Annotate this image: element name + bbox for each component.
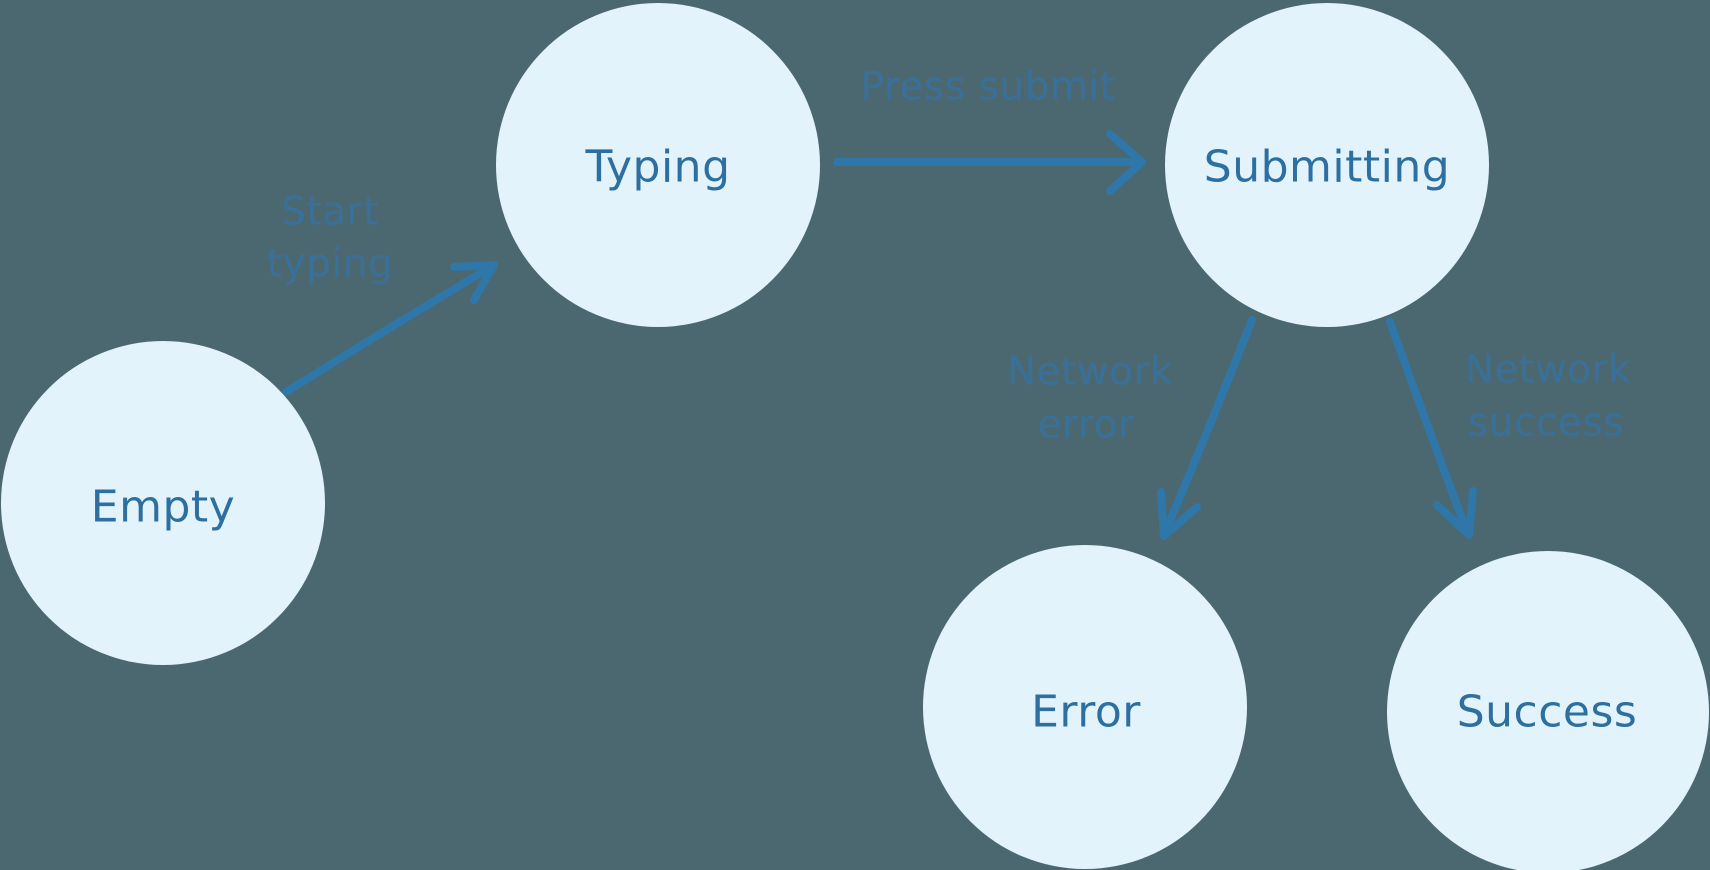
- state-node-error: Error: [923, 545, 1247, 869]
- edge-empty-to-typing: Start typing: [267, 190, 498, 396]
- arrowhead-icon: [1433, 487, 1477, 539]
- state-circle-empty: [1, 341, 325, 665]
- state-node-typing: Typing: [496, 3, 820, 327]
- edge-label-network-error-line1: Network: [1007, 350, 1173, 395]
- edge-label-network-success-line2: success: [1468, 401, 1624, 446]
- edge-label-start-typing-line1: Start: [281, 190, 379, 235]
- edge-label-network-success-line1: Network: [1465, 348, 1631, 393]
- state-label-success: Success: [1457, 687, 1638, 738]
- state-node-success: Success: [1387, 551, 1709, 870]
- state-node-submitting: Submitting: [1165, 3, 1489, 327]
- state-circle-error: [923, 545, 1247, 869]
- state-label-submitting: Submitting: [1204, 142, 1450, 193]
- state-node-empty: Empty: [1, 341, 325, 665]
- state-circle-success: [1387, 551, 1709, 870]
- state-circle-submitting: [1165, 3, 1489, 327]
- edge-label-network-error-line2: error: [1038, 403, 1135, 448]
- edge-label-press-submit: Press submit: [861, 65, 1116, 110]
- state-label-empty: Empty: [91, 482, 235, 533]
- state-circle-typing: [496, 3, 820, 327]
- arrow-shaft: [1386, 318, 1470, 533]
- edge-typing-to-submitting: Press submit: [833, 65, 1146, 195]
- edge-submitting-to-error: Network error: [1007, 316, 1256, 540]
- arrowhead-icon: [450, 261, 498, 304]
- arrowhead-icon: [1157, 488, 1201, 540]
- edge-submitting-to-success: Network success: [1386, 318, 1631, 539]
- state-label-typing: Typing: [584, 142, 730, 193]
- arrow-shaft: [1162, 316, 1256, 534]
- edge-label-start-typing-line2: typing: [267, 242, 393, 287]
- state-label-error: Error: [1031, 687, 1141, 738]
- arrow-shaft: [282, 264, 493, 396]
- arrowhead-icon: [1106, 130, 1146, 195]
